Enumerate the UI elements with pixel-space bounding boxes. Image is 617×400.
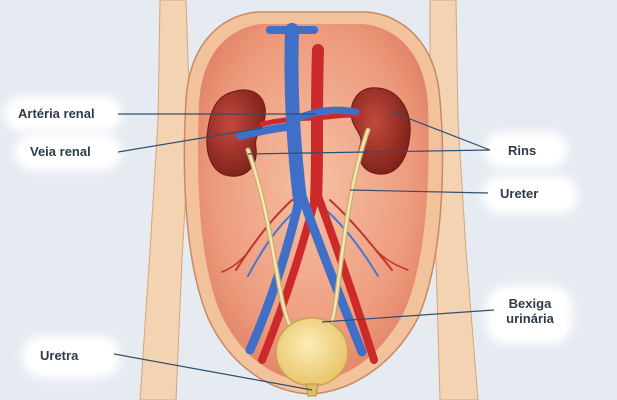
label-bexiga-line1: Bexiga (508, 296, 552, 311)
label-cloud-veia-renal (20, 140, 116, 164)
body-wall-left (139, 0, 191, 400)
label-cloud-bexiga (492, 292, 566, 338)
leader-rins-right (391, 111, 491, 151)
label-cloud-arteria-renal (10, 102, 116, 126)
veins (236, 23, 367, 357)
label-cloud-rins (490, 138, 562, 162)
label-uretra: Uretra (40, 348, 79, 363)
leader-rins-left (247, 149, 491, 155)
label-rins: Rins (508, 143, 537, 158)
leader-uretra (113, 353, 313, 391)
leader-ureter (349, 189, 489, 194)
label-ureter: Ureter (500, 186, 539, 201)
label-arteria-renal: Artéria renal (18, 106, 95, 121)
label-veia-renal: Veia renal (30, 144, 91, 159)
leader-veia-renal (117, 127, 263, 153)
label-bexiga-urinaria: Bexiga urinária (500, 296, 560, 326)
label-bexiga-line2: urinária (506, 311, 554, 326)
leader-bexiga (321, 309, 495, 323)
label-cloud-ureter (488, 182, 572, 208)
label-cloud-uretra (28, 342, 114, 372)
